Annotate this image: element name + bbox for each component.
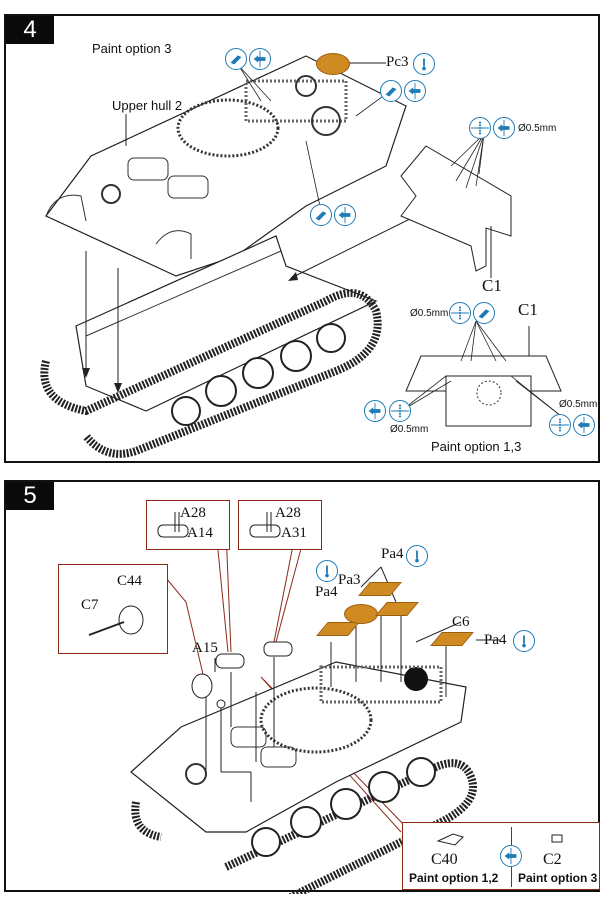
part-label-c1: C1: [518, 300, 538, 319]
drill-size-label: Ø0.5mm: [518, 123, 557, 134]
cement-icon: [473, 302, 495, 324]
callout-c44-c7: C44 C7: [58, 564, 168, 654]
part-label-pa4: Pa4: [484, 632, 507, 648]
drill-icon: [449, 302, 471, 324]
part-label-a31: A31: [281, 525, 307, 541]
drill-icon: [389, 400, 411, 422]
part-label-c7: C7: [81, 597, 99, 613]
drill-size-label: Ø0.5mm: [410, 308, 449, 319]
paint-option-label: Paint option 1,3: [431, 439, 522, 454]
step-5-panel: 5: [4, 480, 600, 894]
part-label-c6: C6: [452, 614, 470, 630]
remove-part-icon: [334, 204, 356, 226]
decal-water-icon: [513, 630, 535, 652]
part-label-c1: C1: [482, 276, 502, 295]
part-a14-drawing: [157, 512, 189, 538]
decal-water-icon: [406, 545, 428, 567]
upper-hull-label: Upper hull 2: [112, 98, 183, 113]
step-4-panel: 4: [4, 14, 600, 463]
cement-icon: [225, 48, 247, 70]
hull-illustration: [40, 55, 562, 458]
part-c40-drawing: [436, 833, 464, 846]
callout-a28-a31: A28 A31: [238, 500, 322, 550]
remove-part-icon: [249, 48, 271, 70]
part-label-a28: A28: [180, 505, 206, 521]
remove-part-icon: [500, 845, 522, 867]
part-label-a15: A15: [192, 640, 218, 656]
part-label-pc3: Pc3: [386, 54, 409, 70]
part-c44-drawing: [88, 605, 144, 636]
decal-water-icon: [316, 560, 338, 582]
step-number: 5: [6, 482, 54, 510]
paint-option-label: Paint option 1,2: [409, 871, 499, 885]
hull-illustration: [93, 529, 501, 894]
remove-part-icon: [364, 400, 386, 422]
remove-part-icon: [404, 80, 426, 102]
part-label-pa3: Pa3: [338, 572, 361, 588]
part-label-c40: C40: [431, 851, 458, 868]
part-label-c44: C44: [117, 573, 143, 589]
part-label-c2: C2: [543, 851, 562, 868]
decal-pa3: [344, 604, 378, 624]
paint-option-label: Paint option 3: [92, 41, 172, 56]
part-label-a28: A28: [275, 505, 301, 521]
part-label-a14: A14: [187, 525, 213, 541]
drill-size-label: Ø0.5mm: [559, 399, 598, 410]
callout-a28-a14: A28 A14: [146, 500, 230, 550]
part-label-pa4: Pa4: [315, 584, 338, 600]
cement-icon: [380, 80, 402, 102]
paint-option-label: Paint option 3: [518, 871, 598, 885]
drill-size-label: Ø0.5mm: [390, 424, 429, 435]
remove-part-icon: [573, 414, 595, 436]
remove-part-icon: [493, 117, 515, 139]
callout-paint-options: C40 Paint option 1,2 C2 Paint option 3: [402, 822, 600, 890]
part-a31-drawing: [249, 512, 281, 538]
cement-icon: [310, 204, 332, 226]
decal-water-icon: [413, 53, 435, 75]
step-number: 4: [6, 16, 54, 44]
decal-pc3: [316, 53, 350, 75]
part-c2-drawing: [551, 834, 563, 843]
drill-icon: [469, 117, 491, 139]
part-label-pa4: Pa4: [381, 546, 404, 562]
drill-icon: [549, 414, 571, 436]
